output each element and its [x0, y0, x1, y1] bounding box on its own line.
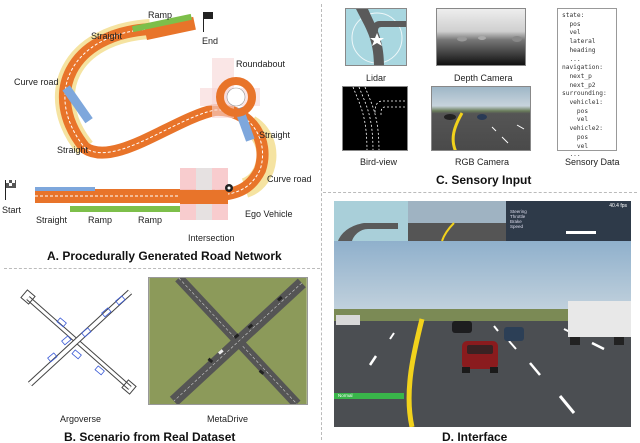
- intersection-road-h: [180, 190, 228, 204]
- right-horizontal-divider: [323, 192, 637, 193]
- caption-c: C. Sensory Input: [436, 173, 532, 187]
- hud-row: Brake: [510, 219, 522, 224]
- vertical-divider: [321, 4, 322, 440]
- sensor-line: state:: [562, 12, 585, 19]
- caption-b: B. Scenario from Real Dataset: [64, 430, 236, 443]
- sensor-line: vel: [562, 29, 581, 37]
- road-network-diagram: [5, 12, 277, 220]
- roundabout-circle: [216, 77, 256, 117]
- label-ramp-bottom-1: Ramp: [88, 215, 113, 225]
- left-horizontal-divider: [4, 268, 320, 269]
- label-ramp-bottom-2: Ramp: [138, 215, 163, 225]
- sensor-line: pos: [562, 107, 589, 115]
- label-curve-left: Curve road: [14, 77, 59, 87]
- rgb-camera-image: [431, 86, 531, 151]
- sensor-line: vel: [562, 116, 589, 124]
- sensor-line: heading: [562, 46, 596, 54]
- interface-screen: 40.4 fps Steering Throttle Brake Speed N…: [334, 201, 631, 427]
- label-start: Start: [2, 205, 22, 215]
- sensor-line: vehicle2:: [562, 125, 603, 133]
- end-flag-pole: [203, 12, 204, 32]
- sensor-line: pos: [562, 20, 581, 28]
- label-argoverse: Argoverse: [60, 414, 102, 424]
- label-straight-left: Straight: [57, 145, 89, 155]
- label-straight-right: Straight: [259, 130, 291, 140]
- label-straight-bottom: Straight: [36, 215, 68, 225]
- label-lidar: Lidar: [366, 73, 387, 83]
- label-depth: Depth Camera: [454, 73, 513, 83]
- lidar-image: [345, 8, 407, 66]
- sensor-line: ...: [562, 151, 581, 159]
- sensor-line: next_p: [562, 72, 592, 80]
- label-sensory-data: Sensory Data: [565, 157, 620, 167]
- top-straight-road: [144, 16, 196, 41]
- sensor-line: pos: [562, 133, 589, 141]
- start-flag-pole: [5, 180, 6, 200]
- label-end: End: [202, 36, 219, 46]
- sensor-line: vel: [562, 142, 589, 150]
- label-curve-right: Curve road: [267, 174, 312, 184]
- fps-counter: 40.4 fps: [609, 203, 627, 209]
- main-road-lanes: [64, 28, 264, 197]
- label-ego: Ego Vehicle: [245, 209, 293, 219]
- status-normal: Normal: [338, 393, 353, 398]
- depth-camera-image: [436, 8, 526, 66]
- bottom-ramp: [70, 206, 180, 212]
- roundabout-center: [226, 87, 246, 107]
- sensor-line: vehicle1:: [562, 99, 603, 107]
- argoverse-map: [20, 289, 137, 395]
- straight-left-segment: [62, 85, 93, 124]
- hud-row: Speed: [510, 224, 524, 229]
- sensor-line: navigation:: [562, 64, 603, 72]
- metadrive-map: [148, 277, 308, 405]
- label-birdview: Bird-view: [360, 157, 398, 167]
- end-flag-icon: [204, 12, 213, 19]
- hud-row: Steering: [510, 209, 527, 214]
- hud-row: Throttle: [510, 214, 526, 219]
- label-straight-top: Straight: [91, 31, 123, 41]
- sensor-line: next_p2: [562, 81, 596, 89]
- bottom-straight-blue: [35, 187, 95, 191]
- birdview-image: [342, 86, 408, 151]
- caption-a: A. Procedurally Generated Road Network: [47, 249, 282, 263]
- sensory-data-panel: state: pos vel lateral heading ... navig…: [557, 8, 617, 158]
- sensor-line: lateral: [562, 38, 596, 46]
- label-metadrive: MetaDrive: [207, 414, 249, 424]
- label-roundabout: Roundabout: [236, 59, 286, 69]
- top-ramp: [132, 13, 192, 33]
- caption-d: D. Interface: [442, 430, 508, 443]
- hud-panel: Steering Throttle Brake Speed: [510, 209, 570, 229]
- sensor-line: surrounding:: [562, 90, 607, 98]
- sensor-line: ...: [562, 55, 581, 63]
- label-rgb: RGB Camera: [455, 157, 510, 167]
- label-intersection: Intersection: [188, 233, 235, 243]
- label-ramp-top: Ramp: [148, 10, 173, 20]
